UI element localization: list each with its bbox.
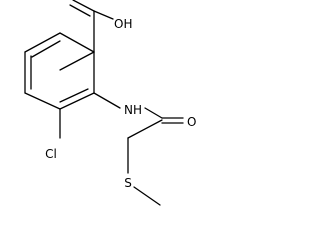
amide-c-bond: [144, 107, 163, 119]
thioether-s-label: S: [124, 176, 132, 190]
ring-bond-1: [59, 51, 95, 71]
bonds: [24, 0, 184, 206]
carboxyl-oh-label: OH: [114, 17, 132, 31]
molecule-structure: OH Cl NH O S: [24, 0, 196, 206]
chloro-label: Cl: [45, 147, 57, 161]
atom-labels: OH Cl NH O S: [45, 17, 196, 190]
ch2-bond: [127, 119, 163, 139]
ring-bond-7: [59, 32, 95, 53]
carboxyl-oh-bond: [93, 10, 114, 20]
amide-n-bond: [93, 92, 121, 109]
carboxyl-co-bond-a: [72, 0, 95, 12]
ring-double-bond-2: [59, 88, 89, 103]
ring-bond-6: [24, 32, 61, 53]
ring-bond-3: [59, 92, 95, 110]
s-ch3-bond: [133, 186, 161, 206]
carboxyl-co-bond-b: [69, 4, 91, 17]
ring-double-bond-1: [31, 40, 61, 58]
carbonyl-o-label: O: [187, 115, 196, 129]
ring-bond-4: [24, 92, 61, 110]
amide-nh-label: NH: [124, 103, 142, 117]
